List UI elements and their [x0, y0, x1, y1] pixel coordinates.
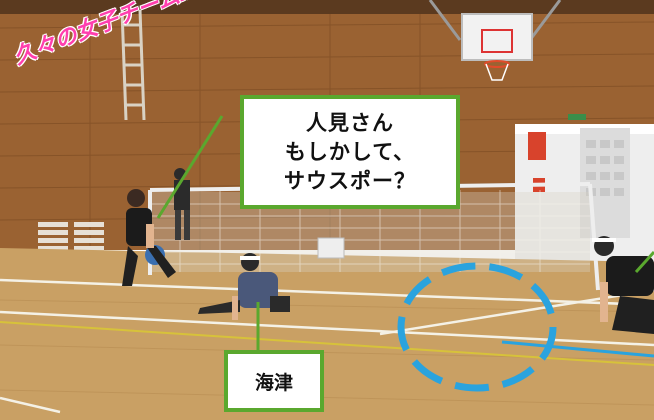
highlight-circle [397, 262, 654, 392]
caption-hitomi: 人見さん もしかして、 サウスポー？ [240, 95, 460, 209]
caption-hitomi-line-3: サウスポー？ [284, 168, 416, 193]
caption-kaizu: 海津 [224, 350, 324, 412]
player-right [592, 236, 654, 334]
caption-hitomi-line-2: もしかして、 [284, 139, 416, 164]
player-center [198, 253, 290, 320]
basketball-hoop [428, 0, 562, 81]
ceiling-band [0, 0, 654, 14]
doorway [515, 114, 654, 264]
wall-vents [38, 222, 104, 251]
caption-hitomi-line-1: 人見さん [306, 110, 394, 135]
wall-ladder [120, 9, 146, 121]
wooden-floor [0, 248, 654, 420]
player-left [122, 189, 176, 286]
caption-pointers [156, 115, 654, 350]
